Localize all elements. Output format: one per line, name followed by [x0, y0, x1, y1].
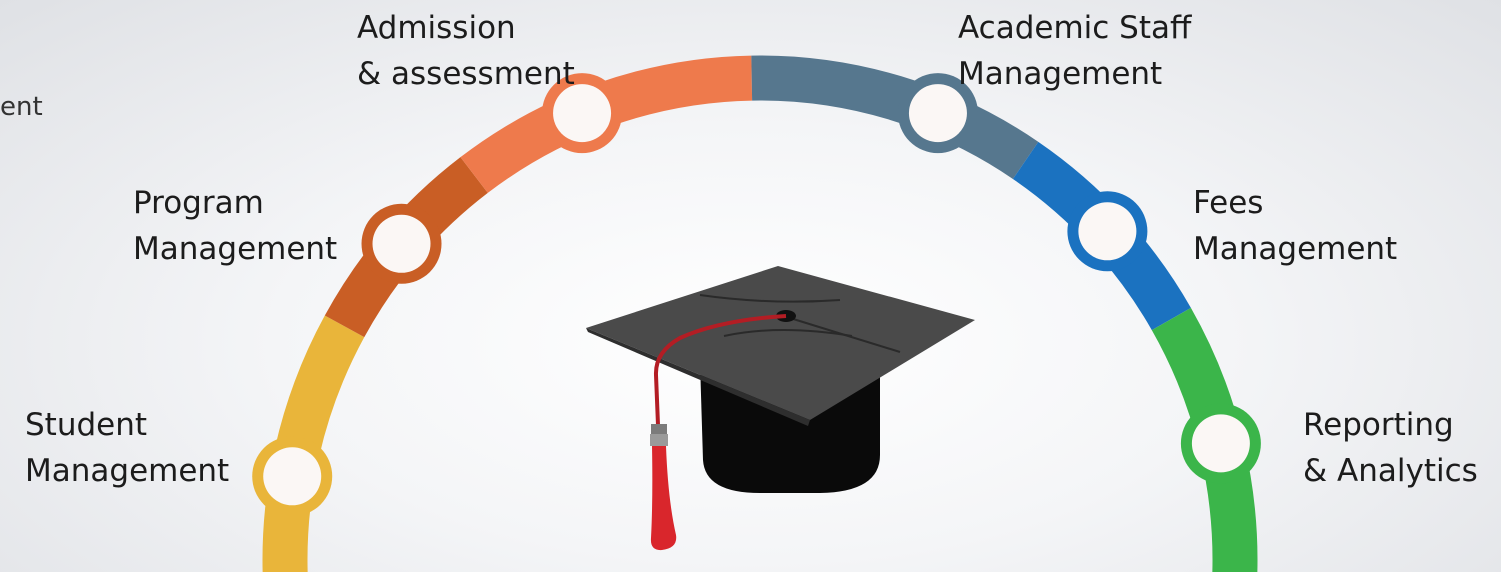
stage-label-reporting: Reporting & Analytics: [1303, 402, 1478, 494]
stage-label-line: Admission: [357, 10, 516, 46]
arc-nodes: [252, 73, 1261, 517]
stage-label-line: Program: [133, 185, 264, 221]
stage-node-center: [263, 447, 322, 506]
stage-label-line: Management: [958, 56, 1163, 92]
stage-node-center: [553, 84, 612, 143]
stage-label-admission: Admission & assessment: [357, 5, 575, 97]
arc-segment-staff: [751, 55, 1039, 180]
stage-node-center: [1078, 202, 1137, 261]
stage-node-center: [1191, 414, 1250, 473]
stage-label-line: Reporting: [1303, 407, 1454, 443]
stage-label-line: Academic Staff: [958, 10, 1192, 46]
stage-label-line: Management: [1193, 231, 1398, 267]
stage-label-line: & assessment: [357, 56, 575, 92]
graduation-cap-icon: [586, 266, 975, 551]
stage-node-center: [372, 214, 431, 273]
stage-node-center: [908, 84, 967, 143]
partial-text-edge: ent: [0, 92, 43, 122]
stage-label-line: Fees: [1193, 185, 1264, 221]
stage-label-line: Student: [25, 407, 148, 443]
stage-label-line: & Analytics: [1303, 453, 1478, 489]
stage-label-line: Management: [133, 231, 338, 267]
stage-label-line: Management: [25, 453, 230, 489]
